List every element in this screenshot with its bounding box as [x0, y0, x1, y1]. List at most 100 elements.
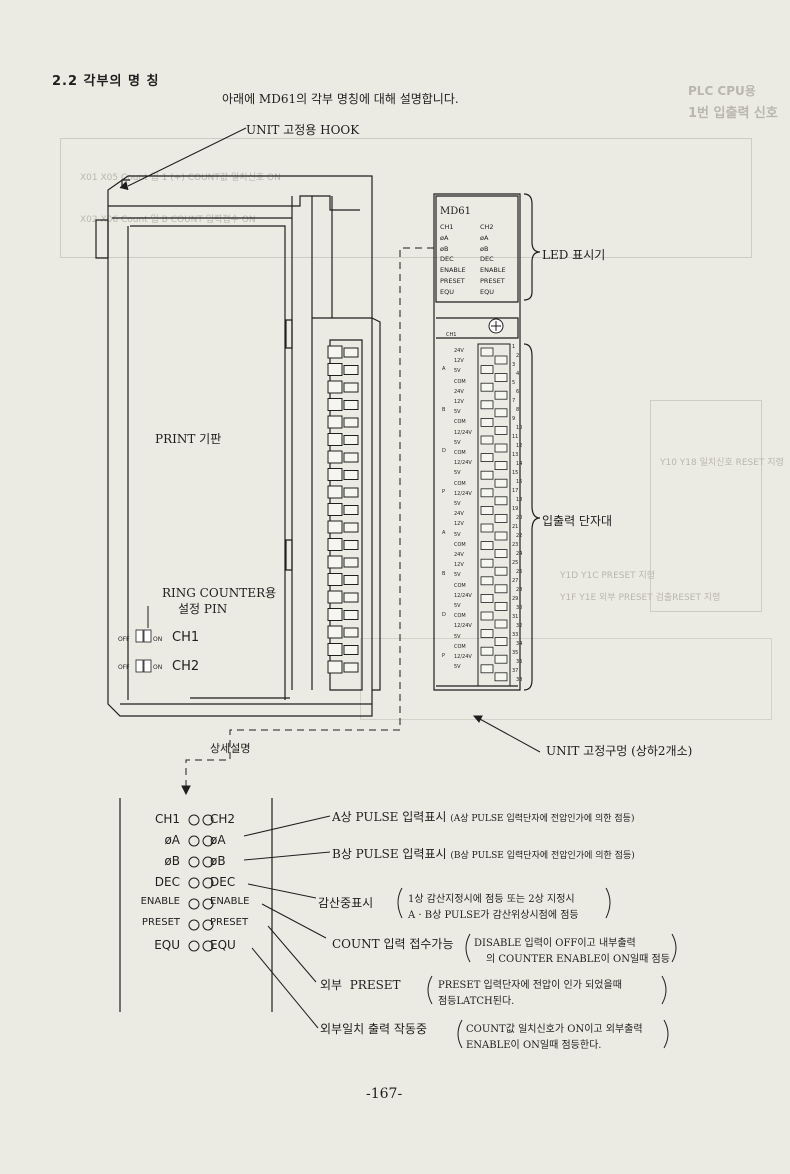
front-terminal	[480, 488, 494, 498]
led-indicator	[202, 919, 214, 931]
front-terminal	[494, 408, 508, 418]
led-indicator	[202, 835, 214, 847]
section-title: 2.2 각부의 명 칭	[52, 74, 160, 89]
front-terminal	[480, 629, 494, 638]
front-terminal	[494, 461, 508, 471]
bleed-table-1	[60, 138, 752, 258]
side-terminal-screw	[327, 643, 343, 656]
terminal-label: 12V	[454, 521, 464, 528]
side-terminal-clamp	[343, 470, 359, 480]
terminal-label: 12V	[454, 399, 464, 405]
side-terminal-clamp	[343, 575, 359, 585]
side-terminal-clamp	[343, 505, 359, 515]
terminal-number: 13	[512, 452, 519, 458]
led-left-label: EQU	[154, 938, 180, 952]
terminal-number: 5	[512, 380, 516, 386]
side-terminal-clamp	[343, 627, 359, 638]
side-terminal-clamp	[343, 645, 359, 655]
side-terminal-screw	[327, 538, 343, 551]
terminal-number: 1	[512, 344, 516, 350]
front-terminal	[494, 531, 508, 541]
led-right-label: DEC	[210, 875, 236, 889]
led-right-label: øB	[210, 854, 226, 868]
module-name: MD61	[440, 206, 471, 217]
module-led-label: CH1	[440, 223, 454, 231]
front-terminal	[480, 646, 494, 656]
side-terminal-clamp	[343, 540, 359, 550]
pin-ch2-label: CH2	[172, 659, 200, 674]
terminal-number: 31	[512, 614, 519, 620]
terminal-number: 32	[516, 623, 523, 629]
terminal-number: 19	[512, 506, 519, 512]
front-terminal	[494, 654, 508, 664]
callout-terminal: 입출력 단자대	[542, 514, 613, 528]
desc-a-phase: A상 PULSE 입력표시 (A상 PULSE 입력단자에 전압인가에 의한 점…	[332, 808, 634, 825]
led-right-label: CH2	[210, 812, 236, 826]
terminal-label: 5V	[454, 603, 461, 609]
led-left-label: CH1	[154, 812, 180, 826]
side-terminal-screw	[327, 363, 343, 376]
front-terminal	[494, 478, 508, 488]
led-left-label: øA	[164, 833, 180, 847]
terminal-number: 17	[512, 488, 519, 494]
side-terminal-screw	[327, 590, 343, 604]
terminal-number: 22	[516, 533, 523, 539]
terminal-number: 34	[516, 641, 523, 647]
desc-note: (A상 PULSE 입력단자에 전압인가에 의한 점등)	[450, 814, 635, 824]
terminal-group-label: A	[442, 530, 446, 536]
terminal-label: 5V	[454, 531, 461, 538]
desc-equ-note-1: COUNT값 일치신호가 ON이고 외부출력	[466, 1024, 643, 1035]
front-terminal	[494, 602, 508, 611]
side-terminal-screw	[327, 625, 343, 639]
front-terminal	[494, 514, 508, 523]
side-terminal-clamp	[343, 365, 359, 375]
terminal-label: 12/24V	[454, 429, 472, 436]
front-terminal	[480, 470, 494, 480]
side-terminal-screw	[327, 468, 343, 481]
led-right-label: øA	[210, 833, 226, 847]
side-terminal-screw	[327, 398, 343, 411]
pin-on-label: ON	[153, 636, 163, 643]
terminal-label: COM	[454, 378, 466, 385]
led-row-ch: CH1 CH2	[136, 812, 266, 833]
module-led-label: DEC	[480, 255, 494, 264]
led-indicator	[188, 940, 200, 952]
bleed-line: Y10 Y18 일치신호 RESET 지령	[660, 458, 784, 468]
desc-label: A상 PULSE 입력표시	[332, 810, 447, 824]
bleed-title: 1번 입출력 신호	[688, 106, 778, 121]
led-right-label: EQU	[210, 938, 236, 952]
module-led-label: øA	[440, 233, 449, 242]
bleed-line: X01 X05 Count 입 1 (+) COUNT값 일치신호 ON	[80, 173, 281, 183]
led-indicator	[188, 919, 200, 931]
side-terminal-screw	[327, 573, 343, 586]
side-terminal-screw	[327, 485, 343, 499]
front-terminal	[494, 496, 508, 506]
led-left-label: PRESET	[141, 917, 180, 928]
front-terminal	[480, 541, 494, 550]
side-terminal-screw	[327, 520, 343, 534]
terminal-label: 5V	[454, 368, 461, 375]
terminal-number: 27	[512, 578, 519, 584]
front-terminal	[494, 425, 508, 435]
desc-label: B상 PULSE 입력표시	[332, 847, 447, 861]
led-row-a: øA øA	[136, 833, 266, 854]
led-left-label: øB	[164, 854, 180, 868]
desc-enable-note-1: DISABLE 입력이 OFF이고 내부출력	[474, 938, 636, 949]
side-terminal-clamp	[343, 417, 359, 428]
terminal-label: 12/24V	[454, 592, 472, 599]
front-terminal	[494, 637, 508, 646]
side-terminal-screw	[327, 345, 343, 359]
terminal-label: COM	[454, 480, 466, 487]
led-left-label: DEC	[154, 875, 180, 889]
terminal-label: 12/24V	[454, 460, 472, 467]
desc-preset-note-2: 점등LATCH된다.	[438, 996, 515, 1007]
front-terminal	[480, 558, 494, 568]
terminal-label: COM	[454, 419, 466, 426]
terminal-number: 20	[516, 515, 523, 521]
front-terminal	[494, 549, 508, 558]
pin-on-label: ON	[153, 664, 163, 671]
front-terminal	[494, 390, 508, 400]
